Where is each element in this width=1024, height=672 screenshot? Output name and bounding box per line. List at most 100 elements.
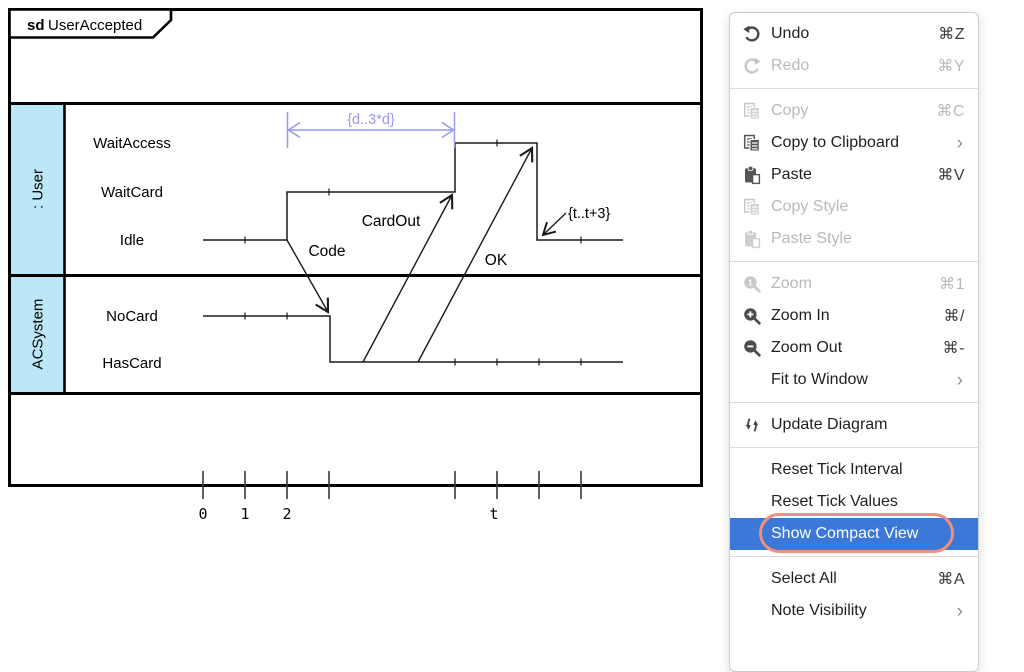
frame-keyword: sd [27, 17, 45, 34]
message-label-ok: OK [485, 252, 508, 269]
menu-item-paste[interactable]: Paste ⌘V [730, 159, 978, 191]
menu-item-undo[interactable]: Undo ⌘Z [730, 18, 978, 50]
timing-line-user[interactable] [203, 142, 623, 241]
zoom-in-icon [739, 306, 764, 326]
timing-diagram: sd UserAccepted : User ACSystem WaitAcce… [8, 8, 703, 523]
menu-item-label: Paste [771, 166, 812, 183]
copy-icon [739, 133, 764, 153]
state-label-waitaccess: WaitAccess [93, 135, 171, 152]
message-label-cardout: CardOut [362, 213, 421, 230]
menu-item-label: Select All [771, 570, 837, 587]
menu-item-label: Copy [771, 102, 809, 119]
submenu-chevron-icon: › [956, 369, 963, 391]
message-cardout-arrow[interactable] [362, 193, 454, 363]
no-icon [739, 601, 764, 621]
menu-item-copy: Copy ⌘C [730, 95, 978, 127]
timing-line-acsystem-ticks [244, 312, 582, 366]
lifeline-name-acsystem: ACSystem [30, 299, 47, 370]
submenu-chevron-icon: › [956, 132, 963, 154]
menu-item-reset-tick-interval[interactable]: Reset Tick Interval [730, 454, 978, 486]
state-label-waitcard: WaitCard [101, 184, 163, 201]
message-label-code: Code [308, 243, 345, 260]
menu-shortcut: ⌘C [936, 103, 965, 120]
state-label-hascard: HasCard [102, 355, 161, 372]
lifeline-header-user[interactable] [11, 105, 64, 274]
menu-item-label: Zoom [771, 275, 812, 292]
redo-icon [739, 56, 764, 76]
state-label-idle: Idle [120, 232, 144, 249]
menu-separator [730, 88, 978, 89]
menu-item-label: Copy to Clipboard [771, 134, 900, 151]
paste-icon [739, 229, 764, 249]
time-constraint[interactable]: {t..t+3} [541, 206, 610, 237]
tick-label-2: 2 [282, 505, 291, 523]
frame-border [8, 8, 703, 487]
menu-shortcut: ⌘/ [943, 308, 965, 325]
menu-item-label: Fit to Window [771, 371, 868, 388]
menu-item-select-all[interactable]: Select All ⌘A [730, 563, 978, 595]
menu-shortcut: ⌘Y [937, 58, 965, 75]
duration-constraint[interactable]: {d..3*d} [286, 112, 456, 148]
paste-icon [739, 165, 764, 185]
ruler-ticks[interactable] [202, 471, 582, 499]
menu-separator [730, 402, 978, 403]
message-ok-arrow[interactable] [417, 146, 534, 363]
menu-item-zoom: 1 Zoom ⌘1 [730, 268, 978, 300]
menu-item-label: Reset Tick Values [771, 493, 898, 510]
menu-item-label: Redo [771, 57, 810, 74]
menu-shortcut: ⌘A [937, 571, 965, 588]
time-constraint-label: {t..t+3} [568, 206, 610, 222]
menu-item-zoom-in[interactable]: Zoom In ⌘/ [730, 300, 978, 332]
menu-item-note-visibility[interactable]: Note Visibility › [730, 595, 978, 627]
menu-item-label: Zoom In [771, 307, 830, 324]
timing-line-acsystem[interactable] [203, 315, 623, 363]
menu-item-label: Note Visibility [771, 602, 867, 619]
menu-item-paste-style: Paste Style [730, 223, 978, 255]
menu-item-update-diagram[interactable]: Update Diagram [730, 409, 978, 441]
zoom-icon: 1 [739, 274, 764, 294]
frame-name: UserAccepted [48, 17, 142, 34]
menu-item-zoom-out[interactable]: Zoom Out ⌘- [730, 332, 978, 364]
copy-icon [739, 197, 764, 217]
menu-item-reset-tick-values[interactable]: Reset Tick Values [730, 486, 978, 518]
timing-line-user-ticks [244, 139, 582, 244]
menu-item-copy-style: Copy Style [730, 191, 978, 223]
menu-item-label: Show Compact View [771, 525, 919, 542]
copy-icon [739, 101, 764, 121]
menu-separator [730, 556, 978, 557]
menu-item-show-compact-view[interactable]: Show Compact View [730, 513, 978, 553]
no-icon [739, 460, 764, 480]
menu-item-fit-to-window[interactable]: Fit to Window › [730, 364, 978, 396]
menu-item-label: Paste Style [771, 230, 852, 247]
message-code-arrow[interactable] [286, 239, 330, 314]
context-menu: Undo ⌘Z Redo ⌘Y Copy ⌘C Copy to Clipboar… [729, 12, 979, 672]
menu-item-label: Copy Style [771, 198, 849, 215]
no-icon [739, 492, 764, 512]
menu-shortcut: ⌘1 [939, 276, 965, 293]
tick-label-0: 0 [198, 505, 207, 523]
menu-item-label: Undo [771, 25, 810, 42]
timing-diagram-canvas[interactable]: sd UserAccepted : User ACSystem WaitAcce… [0, 0, 710, 627]
svg-text:1: 1 [748, 278, 753, 287]
no-icon [739, 524, 764, 544]
state-label-nocard: NoCard [106, 308, 158, 325]
no-icon [739, 569, 764, 589]
zoom-out-icon [739, 338, 764, 358]
lifeline-header-acsystem[interactable] [11, 277, 64, 392]
frame-label-pentagon [8, 8, 173, 39]
menu-shortcut: ⌘V [937, 167, 965, 184]
tick-label-t: t [489, 505, 498, 523]
menu-shortcut: ⌘Z [938, 26, 965, 43]
menu-item-label: Zoom Out [771, 339, 843, 356]
menu-item-redo: Redo ⌘Y [730, 50, 978, 82]
app-screen: { "diagram": { "frame": { "keyword": "sd… [0, 0, 979, 672]
menu-shortcut: ⌘- [942, 340, 965, 357]
submenu-chevron-icon: › [956, 600, 963, 622]
duration-constraint-label: {d..3*d} [347, 112, 395, 128]
lifeline-name-user: : User [30, 169, 47, 209]
menu-item-copy-to-clipboard[interactable]: Copy to Clipboard › [730, 127, 978, 159]
menu-separator [730, 447, 978, 448]
undo-icon [739, 24, 764, 44]
menu-item-label: Update Diagram [771, 416, 888, 433]
menu-separator [730, 261, 978, 262]
